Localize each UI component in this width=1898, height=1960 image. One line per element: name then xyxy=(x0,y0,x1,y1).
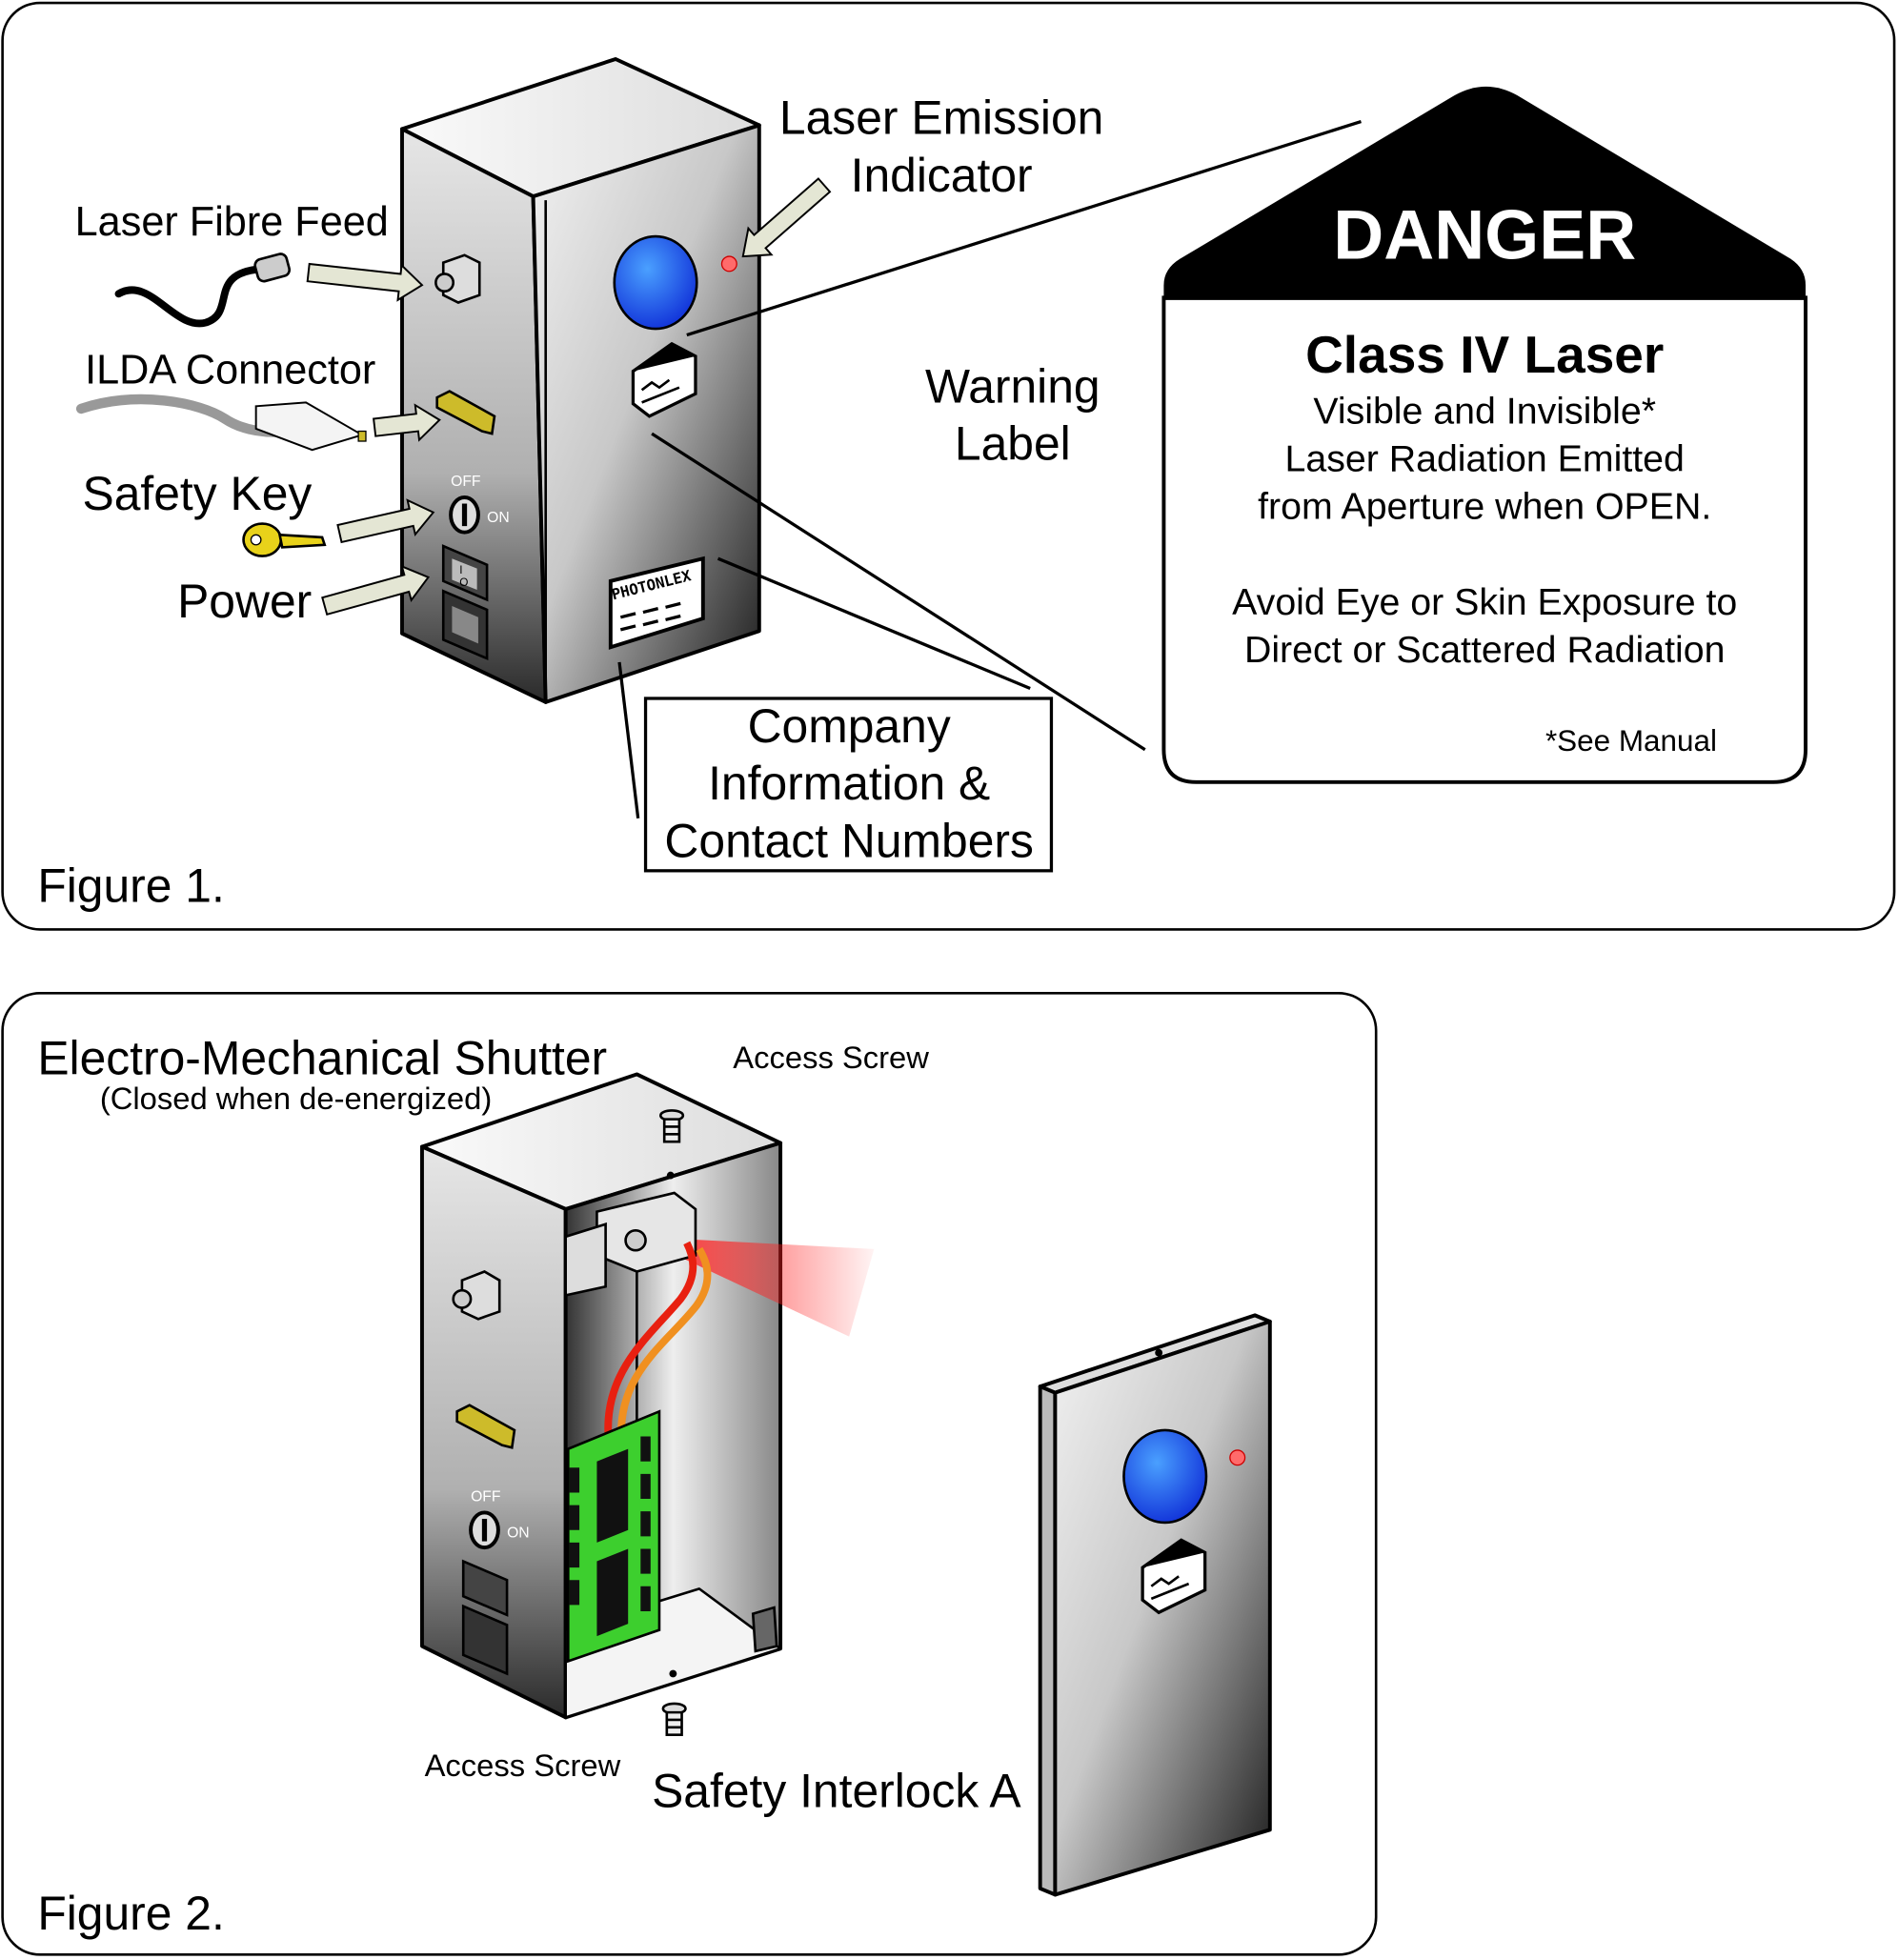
key-switch xyxy=(449,495,480,535)
power-switch-fig2 xyxy=(461,1559,509,1676)
callout-arrow xyxy=(336,498,435,544)
power-off-mark: O xyxy=(459,576,468,589)
danger-line-2: Laser Radiation Emitted xyxy=(1285,437,1685,479)
access-screw-bottom xyxy=(661,1702,687,1737)
callout-arrow xyxy=(741,177,832,258)
label-safety-key: Safety Key xyxy=(82,467,312,520)
danger-line-1: Visible and Invisible* xyxy=(1313,391,1656,433)
danger-line-3: from Aperture when OPEN. xyxy=(1258,485,1711,527)
label-access-screw-top: Access Screw xyxy=(733,1040,929,1075)
label-access-screw-bottom: Access Screw xyxy=(425,1748,621,1783)
warning-label-plate xyxy=(631,341,697,418)
figure-2-caption: Figure 2. xyxy=(37,1887,225,1940)
danger-warning-2: Direct or Scattered Radiation xyxy=(1244,629,1726,671)
blue-aperture-button-fig2 xyxy=(1122,1428,1208,1525)
label-shutter-subtitle: (Closed when de-energized) xyxy=(100,1081,492,1116)
switch-on-label: ON xyxy=(487,510,510,526)
wire-orange xyxy=(616,1246,712,1447)
power-switch: I O xyxy=(441,544,489,661)
callout-arrow xyxy=(306,262,424,302)
wire-red xyxy=(604,1241,697,1447)
label-ilda-connector: ILDA Connector xyxy=(85,348,375,394)
switch-off-label-fig2: OFF xyxy=(471,1489,500,1505)
shutter-mechanism xyxy=(564,1191,697,1298)
power-on-mark: I xyxy=(459,564,462,576)
label-warning-2: Label xyxy=(955,417,1071,471)
ilda-connector-port xyxy=(435,390,496,435)
key-switch-fig2 xyxy=(469,1510,500,1550)
company-info-box xyxy=(643,697,1054,873)
door-hole xyxy=(1155,1348,1163,1357)
danger-title: Class IV Laser xyxy=(1305,325,1664,384)
fibre-cable-icon xyxy=(114,253,292,328)
fibre-feed-port-fig2 xyxy=(452,1270,501,1321)
ilda-connector-port-fig2 xyxy=(455,1404,516,1449)
label-company-3: Contact Numbers xyxy=(664,814,1033,867)
label-laser-emission-2: Indicator xyxy=(851,149,1033,202)
company-info-plate: PHOTONLEX xyxy=(608,556,705,650)
label-company-2: Information & xyxy=(708,757,990,810)
access-screw-top xyxy=(658,1109,685,1143)
label-warning-1: Warning xyxy=(925,359,1100,413)
switch-off-label: OFF xyxy=(451,474,480,490)
label-shutter-title: Electro-Mechanical Shutter xyxy=(37,1031,607,1084)
ilda-cable-icon xyxy=(75,394,367,452)
switch-on-label-fig2: ON xyxy=(507,1526,530,1542)
danger-footnote: *See Manual xyxy=(1545,724,1717,758)
safety-key-icon xyxy=(242,522,327,557)
label-power: Power xyxy=(177,575,312,628)
screw-hole-bottom xyxy=(669,1669,677,1678)
danger-sign: DANGER Class IV Laser Visible and Invisi… xyxy=(1161,86,1807,784)
laser-emission-indicator-light xyxy=(720,255,737,273)
pcb-board xyxy=(566,1409,661,1664)
label-company-1: Company xyxy=(748,699,951,753)
warning-label-fig2 xyxy=(1141,1538,1207,1615)
label-safety-interlock: Safety Interlock A xyxy=(652,1765,1021,1818)
danger-warning-1: Avoid Eye or Skin Exposure to xyxy=(1232,581,1737,623)
fibre-feed-port xyxy=(434,253,481,304)
label-laser-emission-1: Laser Emission xyxy=(779,91,1103,145)
leader-lines xyxy=(617,119,1362,818)
danger-header: DANGER xyxy=(1333,196,1636,274)
figure-1-caption: Figure 1. xyxy=(37,859,225,913)
callout-arrow xyxy=(321,564,431,616)
screw-hole-top xyxy=(666,1171,675,1180)
blue-aperture-button xyxy=(613,234,698,331)
callout-arrow xyxy=(373,403,441,442)
emission-indicator-fig2 xyxy=(1229,1449,1246,1466)
safety-interlock-switch xyxy=(751,1606,778,1653)
label-laser-fibre-feed: Laser Fibre Feed xyxy=(75,199,389,245)
